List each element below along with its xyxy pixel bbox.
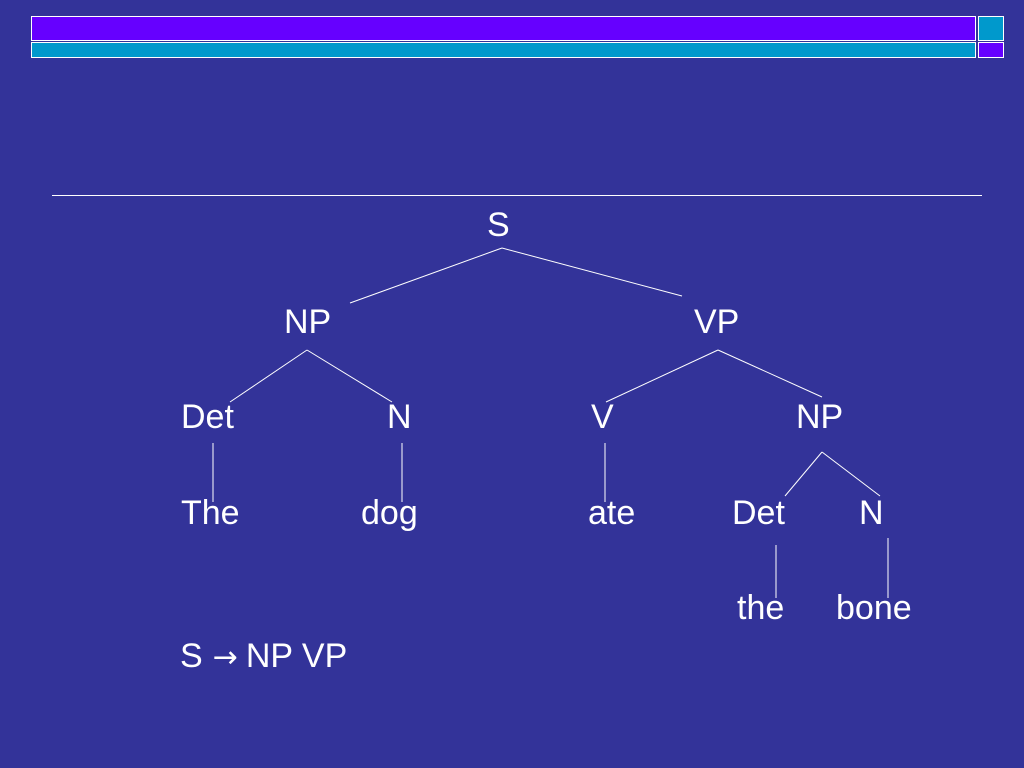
word-bone: bone: [836, 589, 912, 627]
rule-lhs: S: [180, 637, 203, 675]
node-np-object: NP: [796, 398, 844, 436]
node-det-object: Det: [732, 494, 785, 532]
right-arrow-icon: →: [212, 640, 238, 675]
node-v: V: [591, 398, 614, 436]
edge-vp-v: [605, 349, 719, 403]
header-square-top: [978, 16, 1004, 41]
word-the-object: the: [737, 589, 785, 627]
word-dog: dog: [361, 494, 418, 532]
header-bar-top: [31, 16, 976, 41]
node-n: N: [387, 398, 412, 436]
edge-s-vp: [501, 247, 683, 297]
edge-vp-np: [717, 349, 823, 398]
node-det: Det: [181, 398, 234, 436]
title-divider: [52, 195, 982, 196]
rule-rhs: NP VP: [245, 637, 348, 675]
edge-np-det: [229, 349, 308, 403]
edge-s-np: [349, 247, 503, 304]
node-vp: VP: [694, 303, 740, 341]
edge-np-n: [306, 349, 393, 403]
node-n-object: N: [859, 494, 884, 532]
word-ate: ate: [588, 494, 636, 532]
word-the: The: [181, 494, 240, 532]
node-s: S: [487, 206, 510, 244]
edge-np2-det: [784, 451, 823, 497]
node-np: NP: [284, 303, 332, 341]
edge-np2-n: [821, 451, 881, 497]
header-square-bottom: [978, 42, 1004, 58]
grammar-rule: S →NP VP: [180, 636, 347, 678]
header-bar-bottom: [31, 42, 976, 58]
